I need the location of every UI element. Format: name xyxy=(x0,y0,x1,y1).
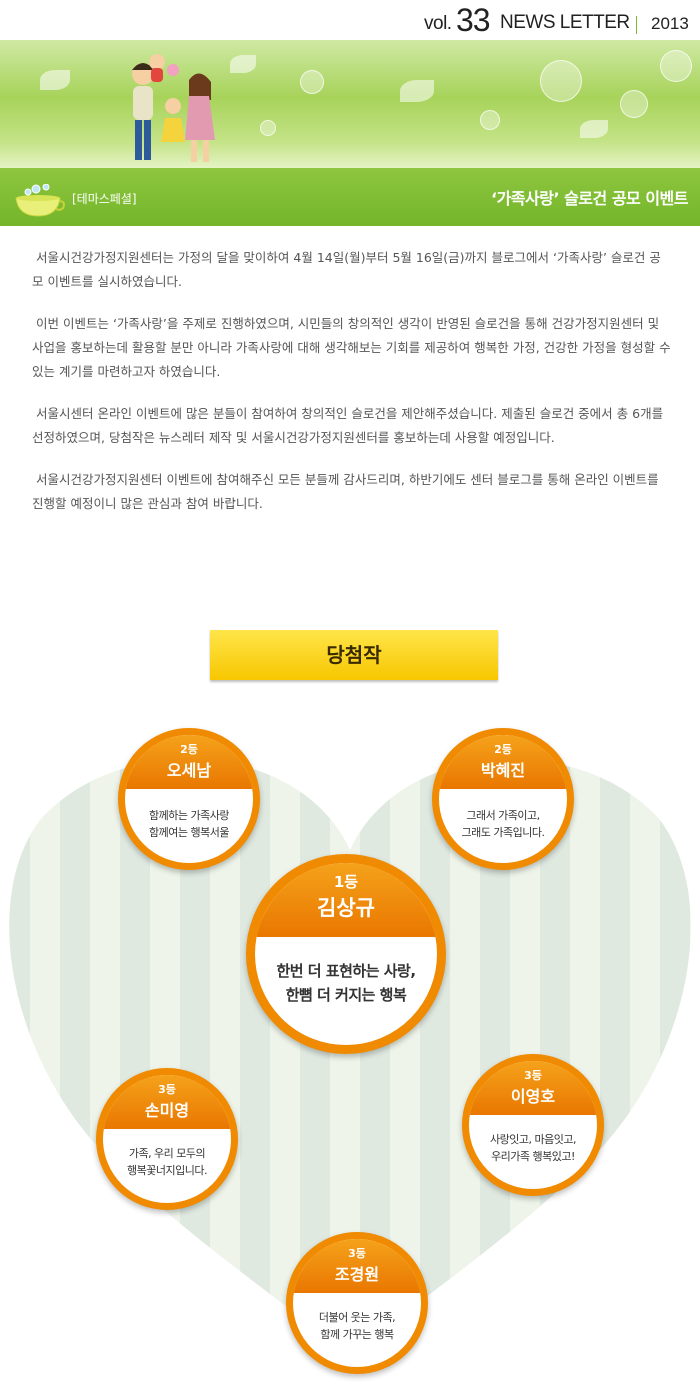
winner-first: 1등 김상규 한번 더 표현하는 사랑, 한뼘 더 커지는 행복 xyxy=(246,854,446,1054)
bubble-decoration xyxy=(300,70,324,94)
section-tag: [테마스페셜] xyxy=(72,192,137,206)
winner-slogan-line: 그래서 가족이고, xyxy=(466,809,540,822)
winner-slogan-line: 그래도 가족입니다. xyxy=(461,826,545,839)
winners-heading-label: 당첨작 xyxy=(326,643,382,667)
winner-slogan-line: 함께여는 행복서울 xyxy=(149,826,229,839)
header-divider xyxy=(636,16,637,34)
winner-slogan-line: 함께 가꾸는 행복 xyxy=(320,1328,394,1341)
winner-name: 이영호 xyxy=(510,1087,556,1106)
winner-slogan-line: 한번 더 표현하는 사랑, xyxy=(276,962,416,980)
winner-name: 손미영 xyxy=(144,1101,190,1120)
paragraph: 서울시건강가정지원센터는 가정의 달을 맞이하여 4월 14일(월)부터 5월 … xyxy=(32,250,661,289)
winner-rank: 1등 xyxy=(333,873,359,891)
leaf-decoration xyxy=(230,55,256,73)
leaf-decoration xyxy=(580,120,608,138)
issue-number: 33 xyxy=(456,2,491,38)
winner-rank: 2등 xyxy=(494,743,512,756)
winner-name: 조경원 xyxy=(334,1265,380,1284)
teacup-icon xyxy=(15,184,65,217)
winner-slogan-line: 한뼘 더 커지는 행복 xyxy=(285,986,407,1004)
issue-year: 2013 xyxy=(651,14,689,33)
winner-rank: 3등 xyxy=(524,1069,542,1082)
winner-rank: 3등 xyxy=(348,1247,366,1260)
bubble-decoration xyxy=(660,50,692,82)
winner-third-a: 3등 손미영 가족, 우리 모두의 행복꽃너지입니다. xyxy=(96,1068,238,1210)
paragraph: 이번 이벤트는 ‘가족사랑’을 주제로 진행하였으며, 시민들의 창의적인 생각… xyxy=(32,316,671,379)
winner-third-c: 3등 조경원 더불어 웃는 가족, 함께 가꾸는 행복 xyxy=(286,1232,428,1374)
winner-rank: 3등 xyxy=(158,1083,176,1096)
winner-rank: 2등 xyxy=(180,743,198,756)
winner-slogan-line: 행복꽃너지입니다. xyxy=(127,1164,207,1177)
winner-name: 박혜진 xyxy=(480,761,526,780)
winner-second-a: 2등 오세남 함께하는 가족사랑 함께여는 행복서울 xyxy=(118,728,260,870)
winner-third-b: 3등 이영호 사랑잇고, 마음잇고, 우리가족 행복있고! xyxy=(462,1054,604,1196)
volume-label: vol. xyxy=(424,13,452,34)
article-body: 서울시건강가정지원센터는 가정의 달을 맞이하여 4월 14일(월)부터 5월 … xyxy=(32,246,672,534)
bubble-decoration xyxy=(540,60,582,102)
newsletter-label: NEWS LETTER xyxy=(500,12,630,33)
winner-slogan-line: 우리가족 행복있고! xyxy=(491,1150,575,1163)
winner-slogan-line: 더불어 웃는 가족, xyxy=(318,1311,396,1324)
winner-slogan-line: 함께하는 가족사랑 xyxy=(149,809,229,822)
paragraph: 서울시건강가정지원센터 이벤트에 참여해주신 모든 분들께 감사드리며, 하반기… xyxy=(32,472,659,511)
winner-name: 김상규 xyxy=(317,896,375,920)
winner-slogan-line: 가족, 우리 모두의 xyxy=(128,1147,206,1160)
section-title-bar: [테마스페셜] ‘가족사랑’ 슬로건 공모 이벤트 xyxy=(0,168,700,226)
winners-heading: 당첨작 xyxy=(210,630,498,680)
paragraph: 서울시센터 온라인 이벤트에 많은 분들이 참여하여 창의적인 슬로건을 제안해… xyxy=(32,406,664,445)
family-illustration xyxy=(132,54,215,162)
newsletter-header: vol. 33 NEWS LETTER 2013 xyxy=(0,0,700,40)
bubble-decoration xyxy=(480,110,500,130)
leaf-decoration xyxy=(400,80,434,102)
section-title: ‘가족사랑’ 슬로건 공모 이벤트 xyxy=(490,189,689,208)
bubble-decoration xyxy=(620,90,648,118)
leaf-decoration xyxy=(40,70,70,90)
banner-illustration xyxy=(0,40,700,168)
winner-slogan-line: 사랑잇고, 마음잇고, xyxy=(490,1133,576,1146)
winner-second-b: 2등 박혜진 그래서 가족이고, 그래도 가족입니다. xyxy=(432,728,574,870)
bubble-decoration xyxy=(260,120,276,136)
winner-name: 오세남 xyxy=(166,761,212,780)
